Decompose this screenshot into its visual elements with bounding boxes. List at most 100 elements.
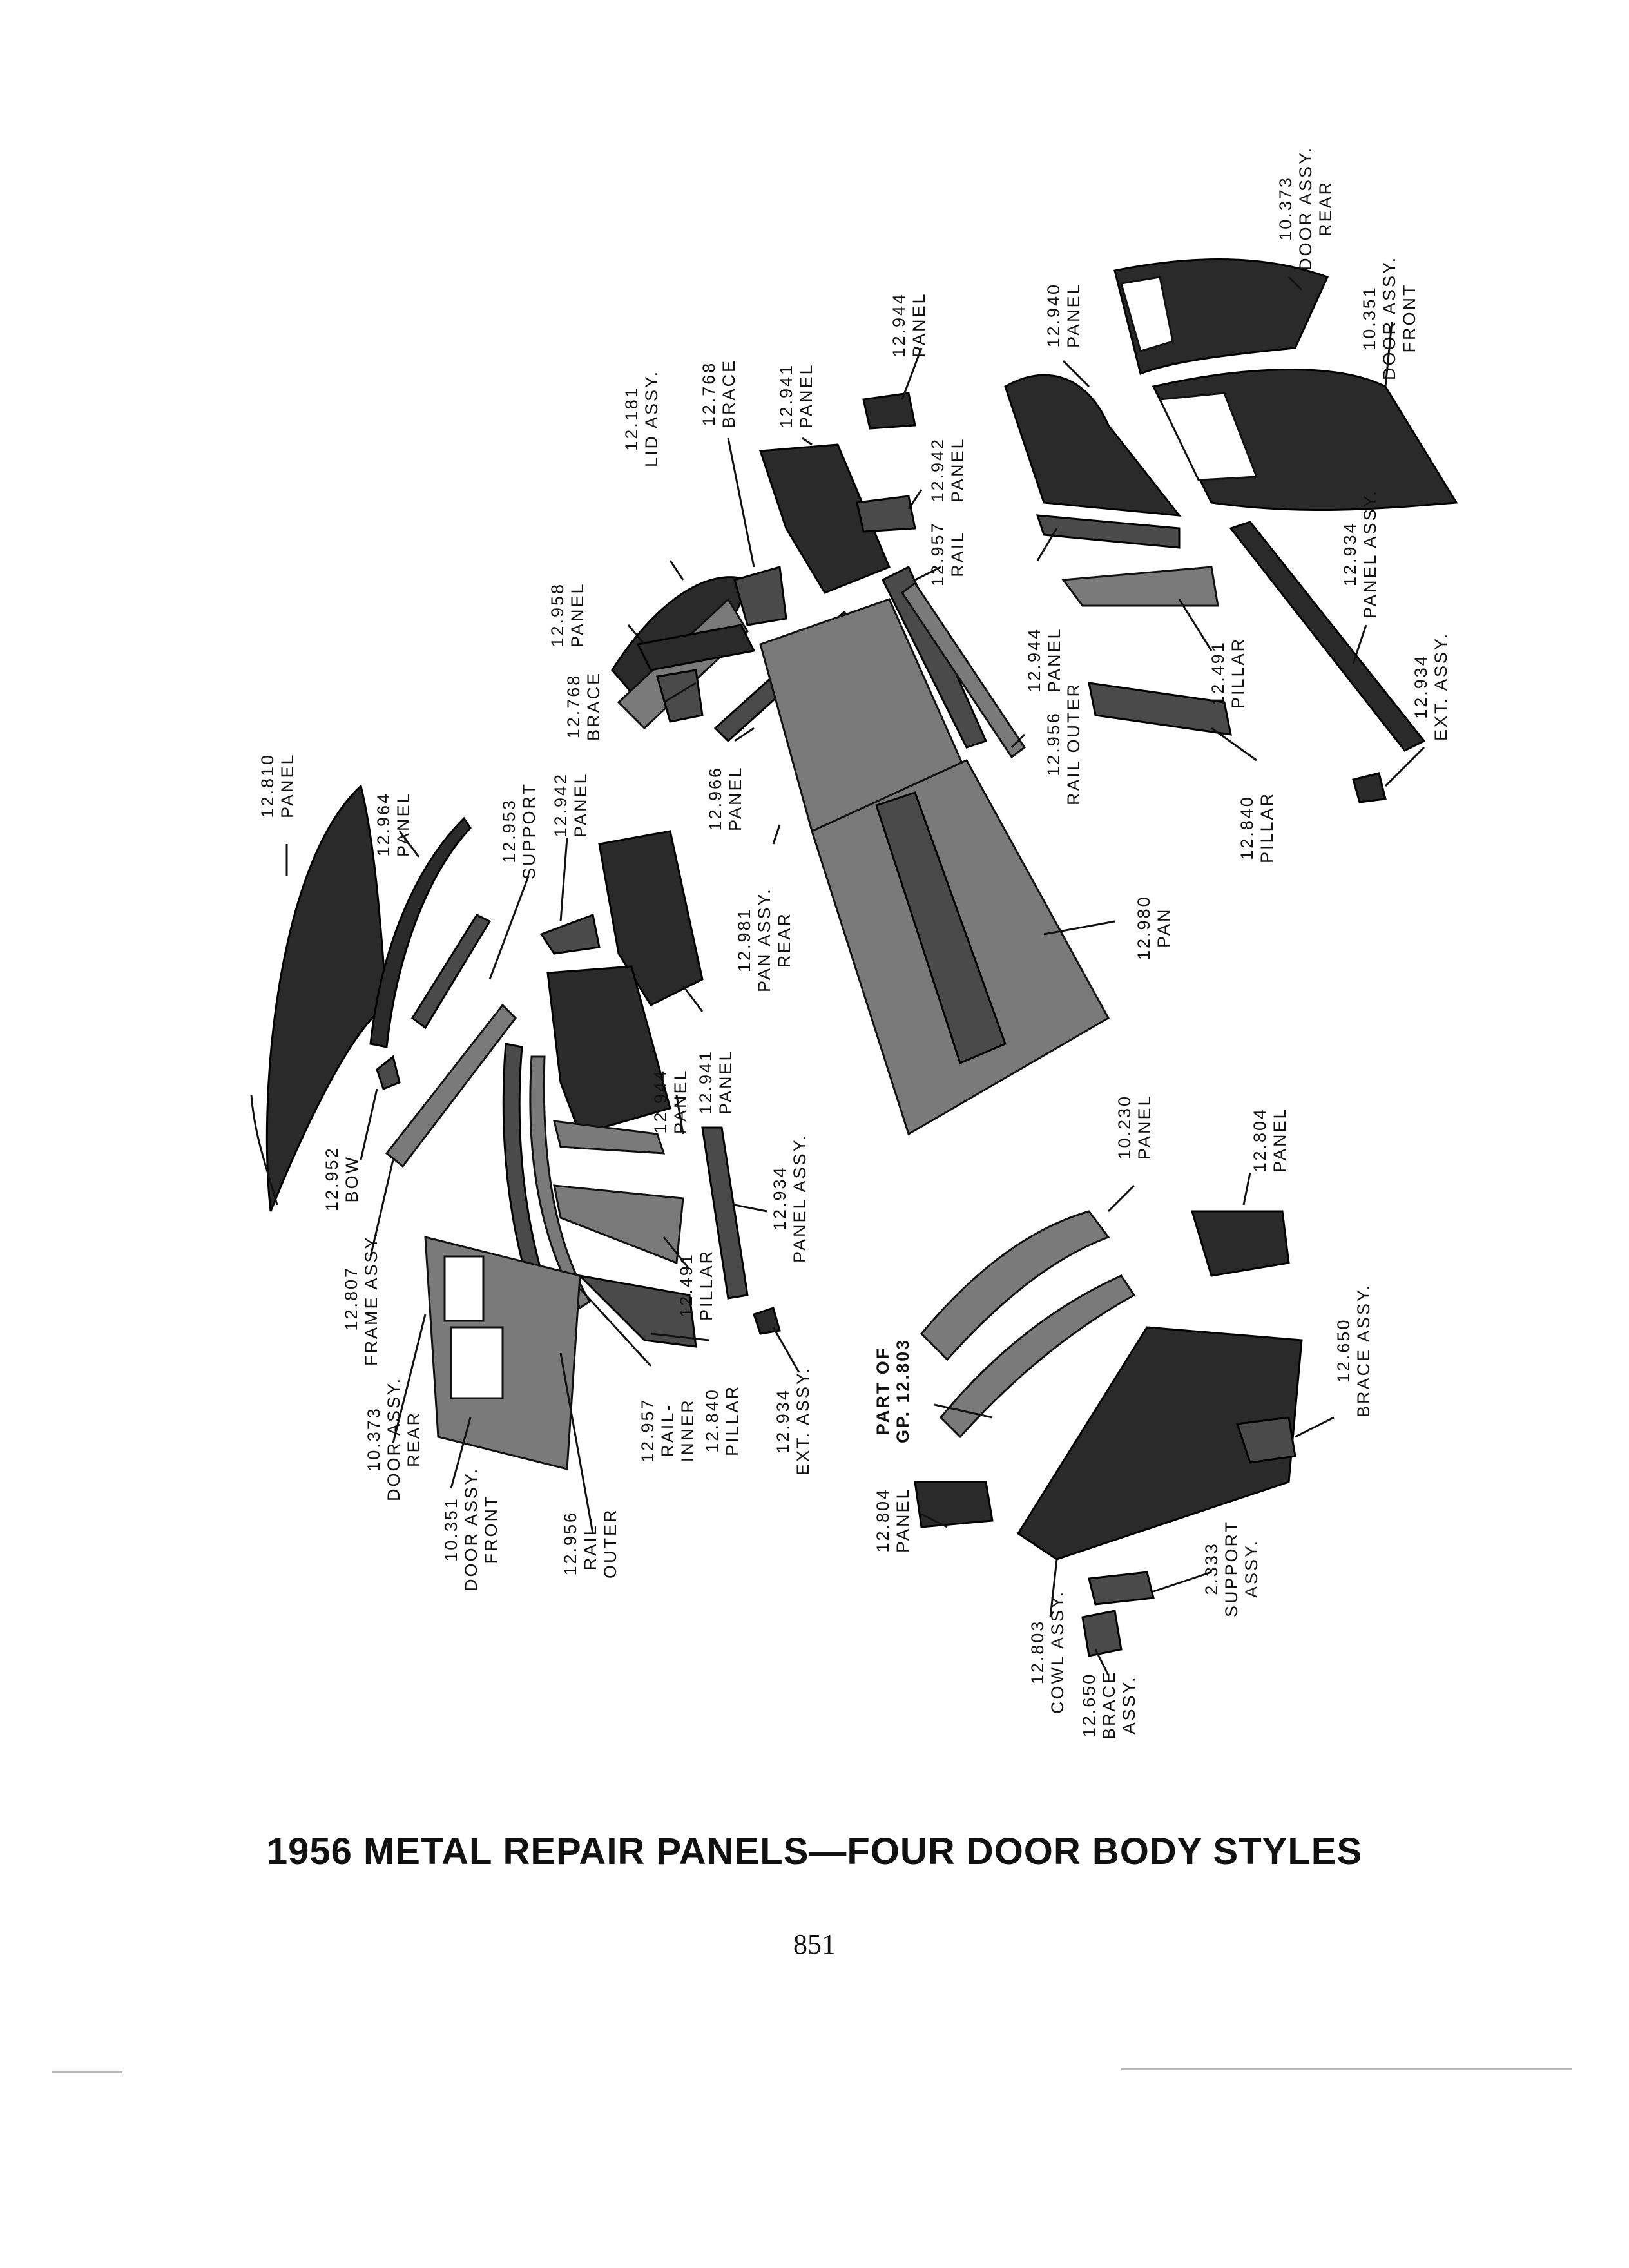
label-number: 12.491 bbox=[677, 1253, 696, 1318]
label-desc: PANEL bbox=[1135, 1094, 1154, 1160]
label-desc: COWL ASSY. bbox=[1048, 1590, 1067, 1714]
rocker-ext-12934-right bbox=[1352, 772, 1387, 803]
roof-panel-12810 bbox=[265, 784, 388, 1212]
label-desc: PAN bbox=[1154, 907, 1173, 948]
label-desc: BRACE bbox=[1099, 1669, 1119, 1740]
label-number: 12.956 bbox=[561, 1510, 580, 1576]
label-number: 12.934 bbox=[770, 1166, 789, 1231]
label-desc: PILLAR bbox=[1228, 637, 1248, 709]
bracket-12942 bbox=[539, 913, 601, 955]
label-sub: OUTER bbox=[601, 1508, 620, 1579]
label-desc: RAIL bbox=[948, 530, 967, 577]
label-number: 12.957 bbox=[638, 1398, 657, 1463]
label-number: 12.957 bbox=[928, 521, 947, 586]
label-sub: INNER bbox=[678, 1398, 697, 1463]
label-number: 12.941 bbox=[696, 1049, 715, 1115]
label-number: 12.840 bbox=[702, 1388, 722, 1453]
label-desc: DOOR ASSY. bbox=[384, 1376, 403, 1501]
label-desc: DOOR ASSY. bbox=[1296, 146, 1315, 271]
label-number: 12.804 bbox=[873, 1487, 892, 1553]
label-number: 12.941 bbox=[776, 363, 796, 428]
label-number: 12.650 bbox=[1079, 1672, 1099, 1738]
label-desc: PANEL bbox=[278, 753, 297, 818]
label-desc: BOW bbox=[342, 1155, 361, 1203]
label-desc: PANEL bbox=[1064, 282, 1083, 348]
label-desc: PANEL ASSY. bbox=[1360, 489, 1380, 619]
panel-12944 bbox=[553, 1120, 666, 1155]
label-desc: PILLAR bbox=[697, 1249, 716, 1321]
cowl-assy-12803 bbox=[1016, 1326, 1303, 1561]
label-sub: REAR bbox=[1316, 180, 1335, 236]
scan-artifact-left bbox=[52, 2071, 122, 2073]
label-desc: EXT. ASSY. bbox=[1431, 631, 1451, 741]
door-rear-window bbox=[1120, 276, 1174, 352]
label-group: GP. 12.803 bbox=[893, 1338, 912, 1443]
label-number: 12.650 bbox=[1334, 1318, 1353, 1383]
cowl-panel-10230 bbox=[920, 1210, 1110, 1361]
label-number: 12.958 bbox=[548, 582, 567, 648]
label-number: 12.944 bbox=[651, 1068, 670, 1134]
roof-bow-panel-12964 bbox=[369, 816, 472, 1048]
brace-12768-upper bbox=[733, 566, 787, 626]
floor-tunnel bbox=[875, 791, 1007, 1065]
label-desc: RAIL- bbox=[658, 1403, 677, 1457]
label-number: 10.373 bbox=[1276, 176, 1295, 241]
panel-12804-right bbox=[1190, 1210, 1290, 1277]
rail-outer-12956-right bbox=[900, 581, 1027, 759]
label-desc: PANEL bbox=[671, 1068, 690, 1134]
label-desc: PANEL bbox=[726, 765, 745, 831]
label-number: 12.944 bbox=[1025, 627, 1044, 693]
label-number: 12.491 bbox=[1208, 640, 1228, 706]
label-number: 12.840 bbox=[1237, 795, 1257, 860]
label-desc: LID ASSY. bbox=[642, 369, 661, 467]
label-number: 12.940 bbox=[1044, 282, 1063, 348]
panel-12944-lower bbox=[1036, 514, 1181, 549]
brace-12768-lower bbox=[656, 669, 704, 723]
label-desc: PANEL bbox=[909, 292, 929, 358]
door-rear-10373 bbox=[1113, 258, 1329, 376]
label-desc: PANEL bbox=[568, 582, 587, 648]
label-desc: PANEL bbox=[1045, 627, 1064, 693]
rail-inner-12957 bbox=[529, 1055, 592, 1310]
label-desc: PANEL bbox=[948, 437, 967, 503]
label-desc: PANEL bbox=[796, 363, 816, 428]
brace-12650-right bbox=[1235, 1416, 1296, 1464]
panel-12944-right bbox=[862, 392, 916, 430]
label-desc: PANEL bbox=[394, 791, 413, 857]
label-number: 12.944 bbox=[889, 292, 909, 358]
scan-artifact-right bbox=[1121, 2068, 1572, 2070]
label-number: 12.934 bbox=[773, 1389, 793, 1454]
rail-12957-right bbox=[881, 565, 988, 749]
label-sub: ASSY. bbox=[1242, 1539, 1261, 1599]
label-desc: PANEL bbox=[1270, 1107, 1289, 1173]
frame-12807 bbox=[385, 1003, 517, 1168]
label-desc: DOOR ASSY. bbox=[461, 1466, 481, 1591]
support-12953 bbox=[410, 914, 492, 1030]
label-desc: SUPPORT bbox=[1222, 1519, 1241, 1617]
label-desc: DOOR ASSY. bbox=[1380, 255, 1399, 380]
